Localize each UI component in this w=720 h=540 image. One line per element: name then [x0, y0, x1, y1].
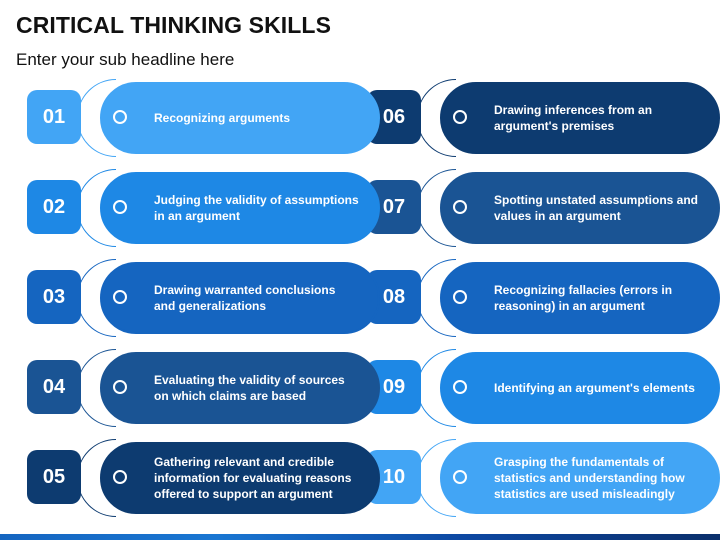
skill-item-01: 01 Recognizing arguments [27, 79, 380, 157]
skill-pill: Identifying an argument's elements [440, 352, 720, 424]
connector-dot [453, 380, 467, 394]
skill-item-10: 10 Grasping the fundamentals of statisti… [367, 439, 720, 517]
skill-text: Identifying an argument's elements [494, 381, 695, 395]
skill-text: Drawing warranted conclusions and genera… [154, 283, 336, 313]
skill-text: Grasping the fundamentals of statistics … [494, 455, 685, 501]
skill-text: Gathering relevant and credible informat… [154, 455, 352, 501]
skill-item-02: 02 Judging the validity of assumptions i… [27, 169, 380, 247]
skill-pill: Recognizing fallacies (errors in reasoni… [440, 262, 720, 334]
skill-pill: Spotting unstated assumptions and values… [440, 172, 720, 244]
skill-text: Recognizing fallacies (errors in reasoni… [494, 283, 673, 313]
skill-item-07: 07 Spotting unstated assumptions and val… [367, 169, 720, 247]
skill-pill: Grasping the fundamentals of statistics … [440, 442, 720, 514]
skill-text: Recognizing arguments [154, 111, 291, 125]
skill-number-badge: 01 [27, 90, 81, 144]
skill-item-06: 06 Drawing inferences from an argument's… [367, 79, 720, 157]
connector-dot [113, 200, 127, 214]
skill-text: Evaluating the validity of sources on wh… [154, 373, 345, 403]
skill-pill: Evaluating the validity of sources on wh… [100, 352, 380, 424]
skill-pill: Drawing warranted conclusions and genera… [100, 262, 380, 334]
connector-dot [113, 470, 127, 484]
skill-item-03: 03 Drawing warranted conclusions and gen… [27, 259, 380, 337]
page-subtitle: Enter your sub headline here [16, 50, 235, 69]
skill-item-09: 09 Identifying an argument's elements [367, 349, 720, 427]
skill-item-05: 05 Gathering relevant and credible infor… [27, 439, 380, 517]
skill-number-badge: 10 [367, 450, 421, 504]
skill-number-badge: 03 [27, 270, 81, 324]
connector-dot [113, 290, 127, 304]
skill-text: Spotting unstated assumptions and values… [494, 193, 699, 223]
connector-dot [113, 110, 127, 124]
connector-dot [453, 110, 467, 124]
skill-pill: Recognizing arguments [100, 82, 380, 154]
skill-pill: Drawing inferences from an argument's pr… [440, 82, 720, 154]
skill-item-08: 08 Recognizing fallacies (errors in reas… [367, 259, 720, 337]
connector-dot [453, 200, 467, 214]
page-title: CRITICAL THINKING SKILLS [16, 12, 332, 38]
connector-dot [453, 470, 467, 484]
connector-dot [113, 380, 127, 394]
bottom-accent-bar [0, 534, 720, 540]
skill-text: Judging the validity of assumptions in a… [154, 193, 359, 223]
skill-pill: Gathering relevant and credible informat… [100, 442, 380, 514]
skill-item-04: 04 Evaluating the validity of sources on… [27, 349, 380, 427]
skill-number-badge: 05 [27, 450, 81, 504]
skill-number-badge: 02 [27, 180, 81, 234]
skill-pill: Judging the validity of assumptions in a… [100, 172, 380, 244]
connector-dot [453, 290, 467, 304]
skill-number-badge: 04 [27, 360, 81, 414]
skill-text: Drawing inferences from an argument's pr… [494, 103, 653, 133]
